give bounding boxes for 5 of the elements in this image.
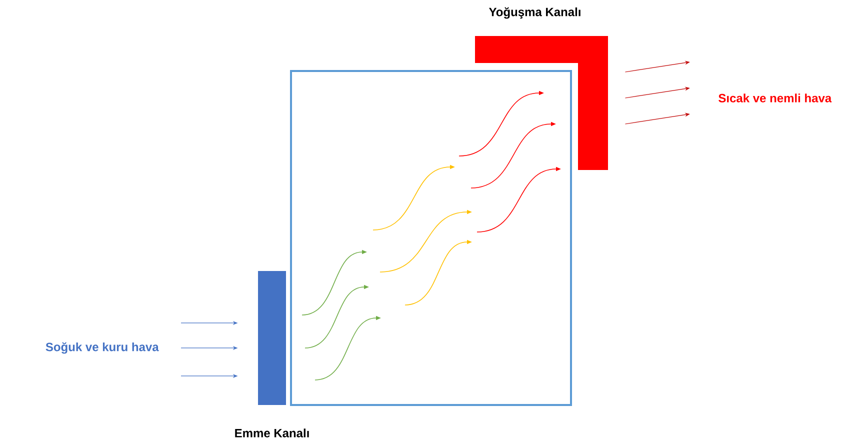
duct-label: Emme Kanalı	[235, 428, 309, 438]
air-label: Sıcak ve nemli hava	[718, 94, 832, 102]
duct-label: Yoğuşma Kanalı	[488, 7, 580, 19]
chamber-box	[290, 70, 572, 406]
air-label: Soğuk ve kuru hava	[46, 342, 159, 354]
